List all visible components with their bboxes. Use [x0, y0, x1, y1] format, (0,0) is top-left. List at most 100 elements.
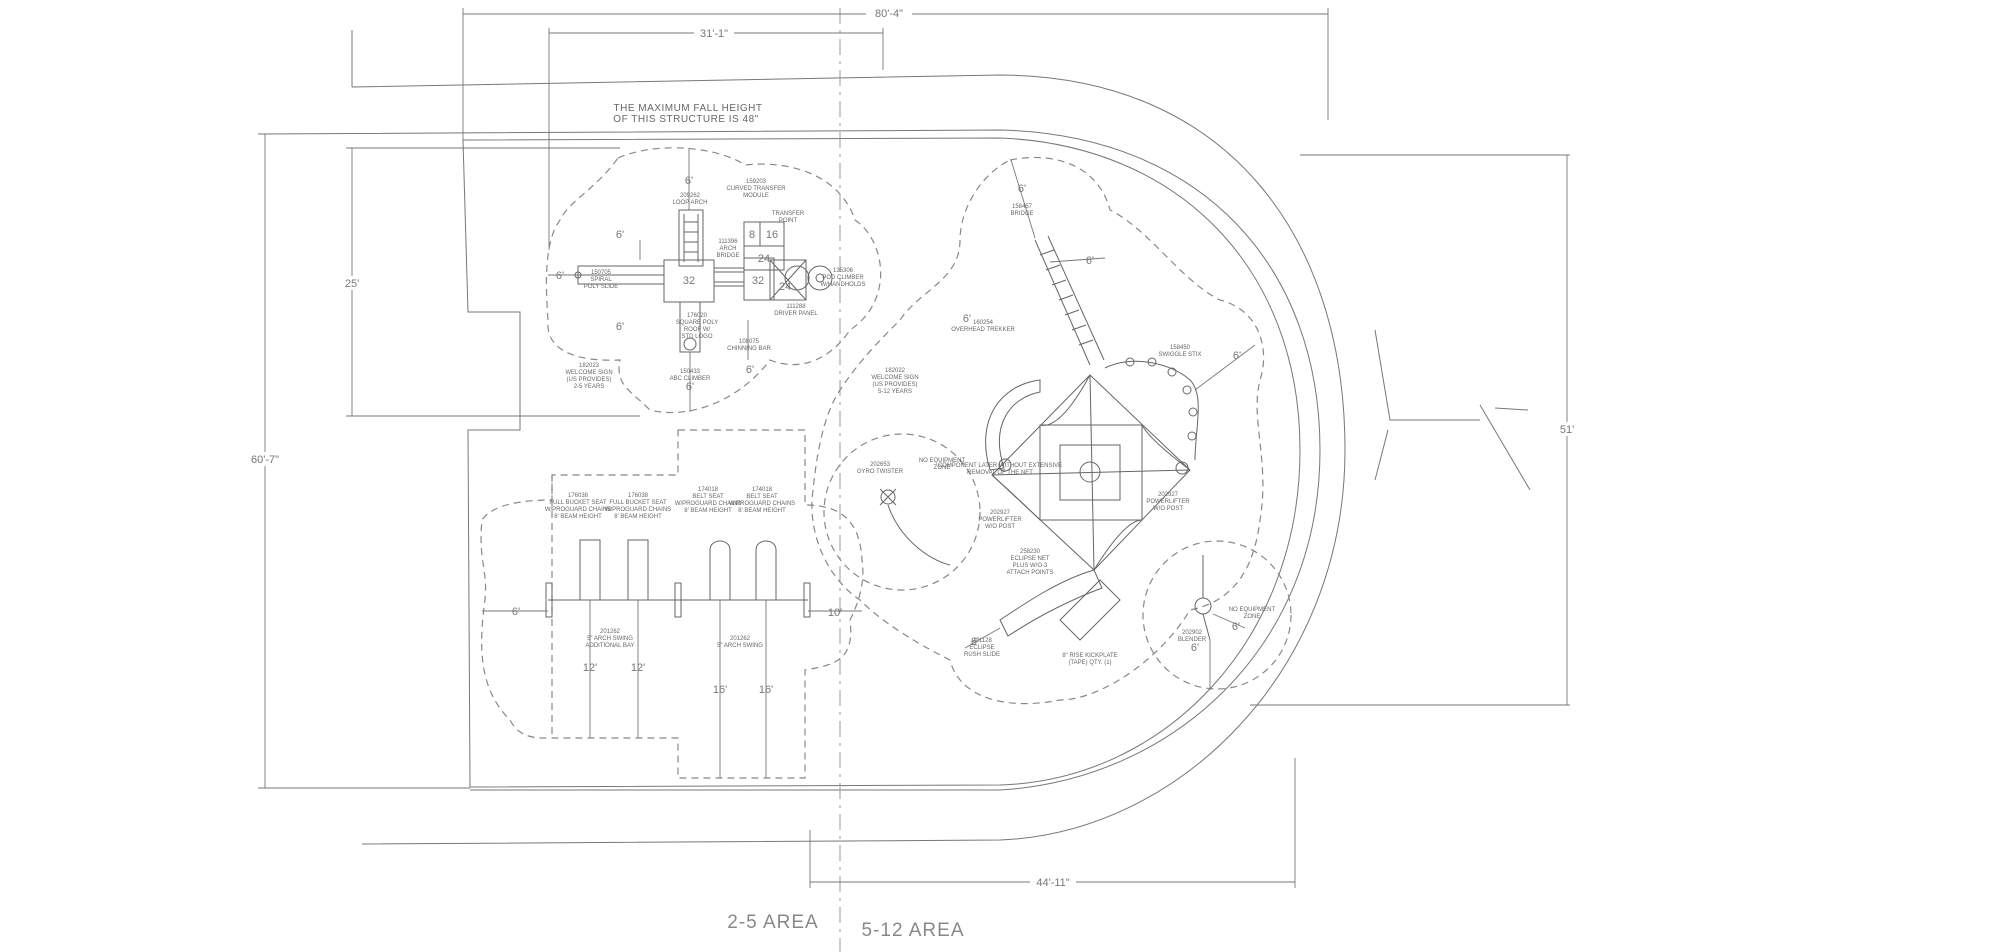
- play-structure-5-12: [879, 235, 1212, 641]
- dimensions: 80'-4" 31'-1" 44'-11" 60'-7" 25' 51': [248, 6, 1579, 889]
- zone-6-bottom: 6': [686, 381, 694, 393]
- label-belt-seat-1-line: 8' BEAM HEIGHT: [684, 508, 732, 514]
- label-arch-swing-line: 5" ARCH SWING: [717, 643, 763, 649]
- pod-climber-1: [784, 265, 810, 291]
- zone-6-left-upper: 6': [616, 229, 624, 241]
- site-boundary: [257, 74, 1570, 845]
- label-kickplate-line: (TAPE) QTY. (1): [1068, 660, 1111, 666]
- width-5-12-dim: 44'-11": [1036, 877, 1069, 889]
- zone-6-512-trekker: 6': [963, 313, 971, 325]
- label-curved-transfer-line: CURVED TRANSFER: [726, 186, 786, 192]
- label-curved-transfer-line: MODULE: [743, 193, 769, 199]
- zone-6-top: 6': [685, 175, 693, 187]
- label-no-zone-a-line: ZONE: [934, 465, 951, 471]
- label-bridge-line: 158457: [1012, 204, 1033, 210]
- label-welcome-sign-2-5-line: (US PROVIDES): [566, 377, 611, 383]
- label-component-note-line: COMPONENT LATER WITHOUT EXTENSIVE: [938, 463, 1062, 469]
- label-arch-bridge-line: 111396: [718, 239, 738, 245]
- label-arch-bridge-line: ARCH: [719, 246, 736, 252]
- label-square-roof-line: SQUARE POLY: [676, 320, 719, 326]
- label-powerlifter-1-line: W/O POST: [985, 524, 1015, 530]
- label-full-bucket-1-line: 176038: [568, 493, 589, 499]
- swing-side-zone-left: 6': [512, 606, 520, 618]
- svg-text:24: 24: [758, 253, 770, 265]
- label-welcome-sign-2-5-line: 182023: [579, 363, 600, 369]
- swing-zone-a: 12': [583, 662, 597, 674]
- label-pod-climber-line: W/HANDHOLDS: [820, 282, 865, 288]
- label-square-roof-line: STD LOGO: [681, 334, 712, 340]
- label-eclipse-net-line: PLUS W/O-3: [1013, 563, 1048, 569]
- label-powerlifter-2-line: W/O POST: [1153, 506, 1183, 512]
- label-gyro-twister-line: 202653: [870, 462, 891, 468]
- label-arch-swing-additional-line: ADDITIONAL BAY: [585, 643, 634, 649]
- label-curved-transfer-line: 159203: [746, 179, 767, 185]
- zone-6-512-blender: 6': [1232, 621, 1240, 633]
- fall-height-note-line1: THE MAXIMUM FALL HEIGHT: [614, 103, 763, 114]
- swing-side-zone-right: 10': [828, 607, 842, 619]
- square-roof: [769, 259, 807, 301]
- belt-seat-1: [709, 540, 731, 600]
- label-belt-seat-2-line: 174018: [752, 487, 773, 493]
- label-welcome-sign-5-12-line: (US PROVIDES): [872, 382, 917, 388]
- label-belt-seat-1-line: 174018: [698, 487, 719, 493]
- label-pod-climber-line: 135306: [833, 268, 854, 274]
- label-arch-swing-additional-line: 201262: [600, 629, 621, 635]
- label-welcome-sign-5-12-line: 182022: [885, 368, 906, 374]
- zone-6-512-ladder: 6': [1086, 255, 1094, 267]
- pod-climber-2: [807, 265, 833, 291]
- label-overhead-trekker-line: 160254: [973, 320, 994, 326]
- use-zone-markers: [548, 148, 1256, 690]
- eclipse-rush-slide: [999, 569, 1103, 637]
- label-powerlifter-2-line: POWERLIFTER: [1146, 499, 1190, 505]
- label-gyro-twister-line: GYRO TWISTER: [857, 469, 904, 475]
- area-label-5-12: 5-12 AREA: [862, 920, 965, 941]
- label-chinning-bar-line: 108075: [739, 339, 760, 345]
- label-welcome-sign-5-12-line: 5-12 YEARS: [878, 389, 912, 395]
- label-chinning-bar-line: CHINNING BAR: [727, 346, 771, 352]
- label-loop-arch-line: 209262: [680, 193, 701, 199]
- label-eclipse-slide-line: RUSH SLIDE: [964, 652, 1000, 658]
- label-abc-climber-line: 150433: [680, 369, 701, 375]
- label-swiggle-stix-line: 158450: [1170, 345, 1191, 351]
- swing-frames: [482, 539, 862, 778]
- height-overall-dim: 60'-7": [251, 454, 279, 466]
- belt-seat-2: [755, 540, 777, 600]
- label-eclipse-net-line: ECLIPSE NET: [1010, 556, 1049, 562]
- label-abc-climber-line: ABC CLIMBER: [670, 376, 711, 382]
- label-full-bucket-1-line: W/PROGUARD CHAINS: [545, 507, 611, 513]
- label-component-note-line: REMOVAL OF THE NET: [967, 470, 1033, 476]
- gyro-twister: [880, 489, 896, 505]
- curved-bridge: [985, 379, 1041, 471]
- label-no-zone-b-line: ZONE: [1244, 614, 1261, 620]
- label-spiral-slide-line: POLY SLIDE: [584, 284, 618, 290]
- label-driver-panel-line: 111288: [786, 304, 806, 310]
- label-powerlifter-1-line: POWERLIFTER: [978, 517, 1022, 523]
- label-blender-line: BLENDER: [1178, 637, 1207, 643]
- svg-text:24: 24: [779, 281, 791, 293]
- label-full-bucket-2-line: 8' BEAM HEIGHT: [614, 514, 662, 520]
- powerlifter-2: [1175, 461, 1189, 475]
- deck-32-right: [743, 257, 775, 301]
- label-eclipse-slide-line: ECLIPSE: [969, 645, 994, 651]
- label-arch-bridge-line: BRIDGE: [716, 253, 739, 259]
- label-full-bucket-1-line: FULL BUCKET SEAT: [549, 500, 607, 506]
- full-bucket-seat-1: [579, 539, 601, 601]
- swiggle-stix: [1104, 360, 1199, 461]
- label-arch-swing-line: 201262: [730, 636, 751, 642]
- label-full-bucket-2-line: W/PROGUARD CHAINS: [605, 507, 671, 513]
- label-full-bucket-1-line: 8' BEAM HEIGHT: [554, 514, 602, 520]
- label-no-zone-b-line: NO EQUIPMENT: [1229, 607, 1276, 613]
- label-welcome-sign-5-12-line: WELCOME SIGN: [871, 375, 918, 381]
- svg-text:32: 32: [683, 275, 695, 287]
- zone-6-512-top: 6': [1018, 183, 1026, 195]
- width-2-5-dim: 31'-1": [700, 28, 728, 40]
- loop-arch-climber: [678, 209, 704, 267]
- label-spiral-slide-line: 150705: [591, 270, 612, 276]
- use-zone-swings: [480, 429, 864, 779]
- height-2-5-dim: 25': [345, 278, 359, 290]
- label-eclipse-net-line: ATTACH POINTS: [1006, 570, 1053, 576]
- label-overhead-trekker-line: OVERHEAD TREKKER: [951, 327, 1015, 333]
- use-zone-blender: [1142, 540, 1292, 690]
